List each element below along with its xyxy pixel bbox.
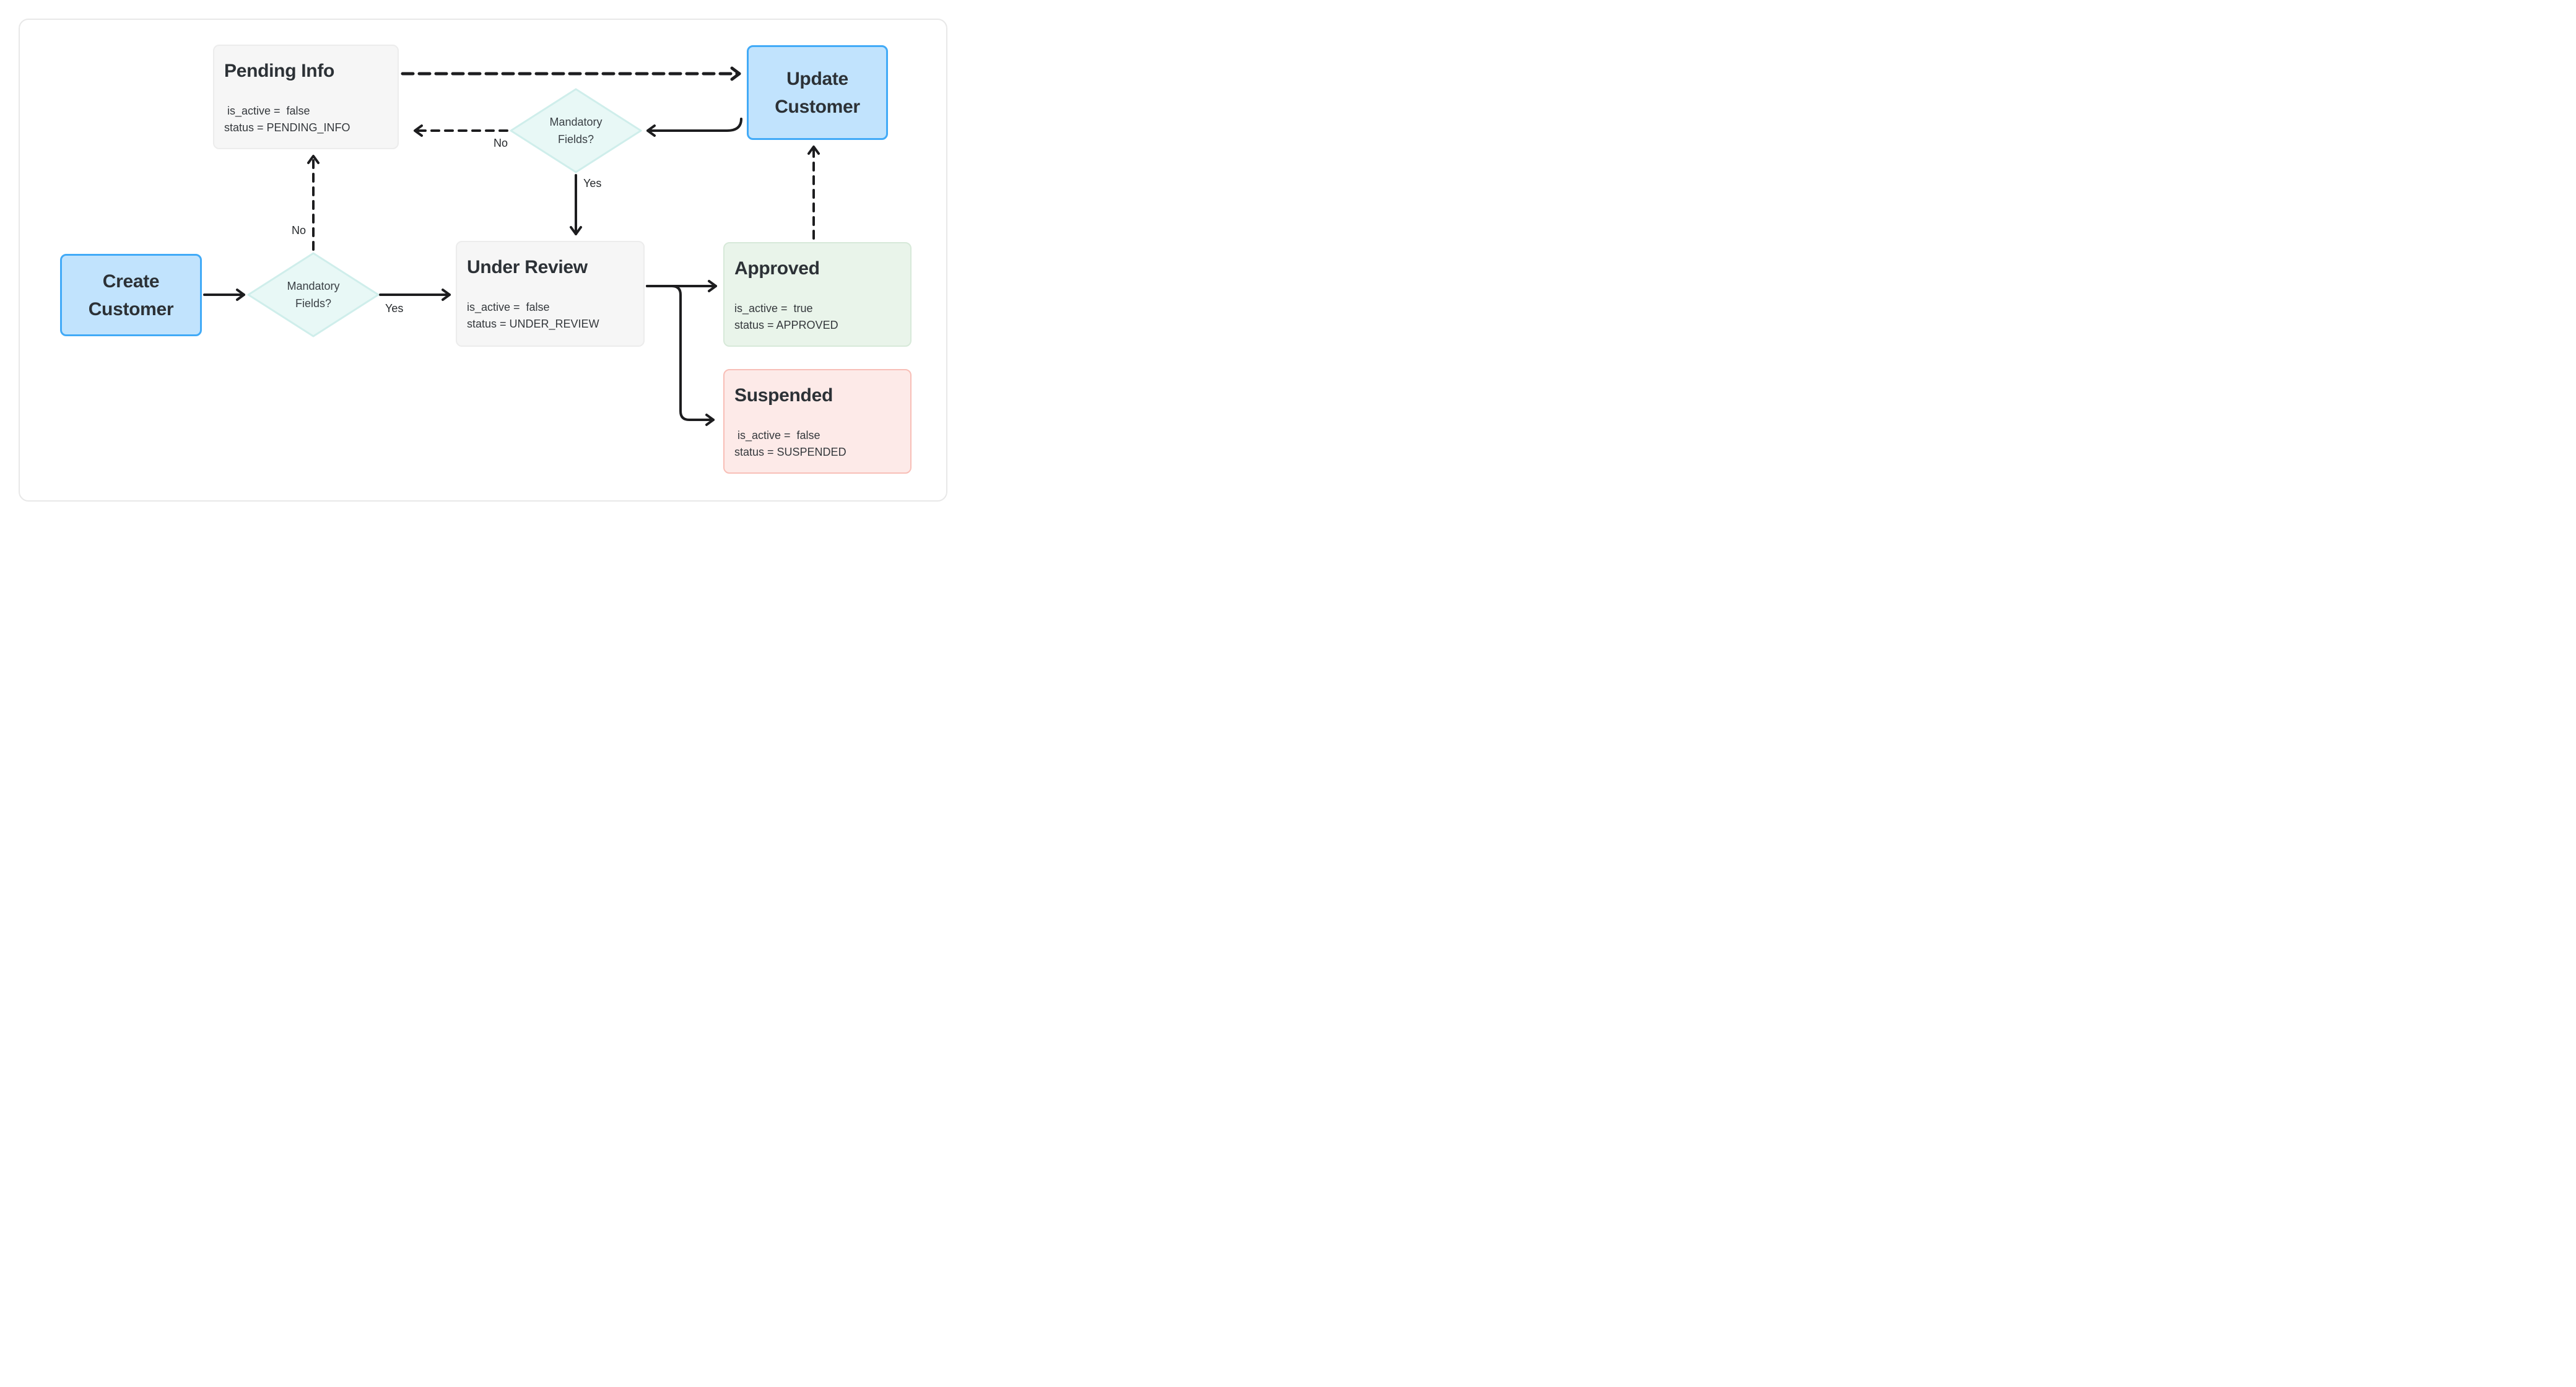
diamond-shape xyxy=(510,88,642,173)
node-title-line1: Create xyxy=(102,271,160,292)
edge-label-no-bottom: No xyxy=(291,224,306,237)
node-title: Approved xyxy=(734,258,820,279)
node-create-customer[interactable]: Create Customer xyxy=(60,254,202,336)
node-pending-info[interactable]: Pending Info is_active = false status = … xyxy=(213,45,399,149)
diamond-shape xyxy=(247,252,380,337)
node-attr-status: status = UNDER_REVIEW xyxy=(467,318,599,330)
node-attr-is-active: is_active = false xyxy=(734,429,820,441)
decision-text-line1: Mandatory xyxy=(287,280,340,292)
node-under-review[interactable]: Under Review is_active = false status = … xyxy=(456,241,645,347)
node-title: Pending Info xyxy=(224,61,335,81)
node-title: Under Review xyxy=(467,257,588,277)
node-attr-status: status = PENDING_INFO xyxy=(224,121,350,134)
decision-text-line1: Mandatory xyxy=(549,116,603,128)
node-title-line1: Update xyxy=(786,68,848,89)
node-attr-status: status = APPROVED xyxy=(734,319,838,331)
node-attr-is-active: is_active = false xyxy=(224,105,310,117)
edge-label-yes-bottom: Yes xyxy=(385,302,404,315)
node-suspended[interactable]: Suspended is_active = false status = SUS… xyxy=(723,369,912,474)
node-title-line2: Customer xyxy=(775,96,860,117)
node-decision-mandatory-fields-top[interactable]: Mandatory Fields? xyxy=(509,87,643,174)
node-title: Suspended xyxy=(734,385,833,406)
node-attr-is-active: is_active = false xyxy=(467,301,550,313)
edge-label-yes-top: Yes xyxy=(583,177,602,189)
flowchart-canvas: Pending Info is_active = false status = … xyxy=(0,0,966,520)
node-attr-is-active: is_active = true xyxy=(734,302,813,315)
node-attr-status: status = SUSPENDED xyxy=(734,446,846,458)
node-decision-mandatory-fields-bottom[interactable]: Mandatory Fields? xyxy=(246,251,380,338)
node-title-line2: Customer xyxy=(88,298,174,320)
edge-label-no-top: No xyxy=(494,137,508,149)
decision-text-line2: Fields? xyxy=(295,297,332,310)
decision-text-line2: Fields? xyxy=(557,133,594,146)
node-approved[interactable]: Approved is_active = true status = APPRO… xyxy=(723,242,912,347)
node-update-customer[interactable]: Update Customer xyxy=(747,45,888,140)
